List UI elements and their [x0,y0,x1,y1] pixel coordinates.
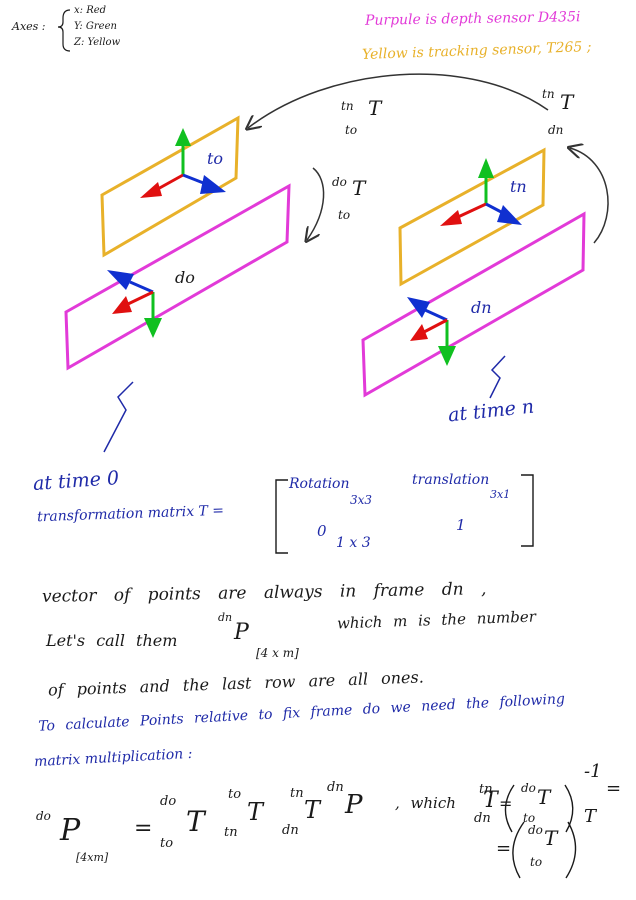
matrix-one: 1 [456,516,466,534]
eq-p-sup: dn [327,780,344,795]
depth-sensor-plane-d0 [64,183,291,371]
tracking-sensor-plane-t0 [100,115,240,258]
matrix-zero-dim: 1 x 3 [336,535,371,551]
top-transform-T: T [368,96,382,120]
tr-left-paren [512,821,525,879]
matrix-rotation-dim: 3x3 [350,493,373,507]
axes-legend-x: x: Red [74,5,107,16]
eq-inv-T: T [537,785,551,809]
top-transform-sup: tn [341,99,354,113]
inv-right-paren [564,784,574,833]
tr-right-paren [565,821,577,879]
eq-tr-sup: do [528,823,543,837]
eq-tr-sub: to [530,855,543,869]
purple-sensor-note: Purpule is depth sensor D435i [364,9,581,29]
note-line-2-p-sub: [4 x m] [256,646,299,660]
eq-t1-sup: do [160,794,177,809]
eq-equals: = [134,816,153,841]
frame-label-tn: tn [510,177,527,196]
arrow-d0-to-t0 [307,167,325,240]
axes-legend-title: Axes : [12,20,46,33]
frame-label-t0: to [207,149,224,168]
t0-axes [140,128,226,198]
eq-tr-T: T [544,826,558,850]
eq-inv-sub: to [523,811,536,825]
frame-label-dn: dn [471,298,492,317]
right-transform-sub: dn [548,123,564,137]
pointer-timen [489,355,506,399]
eq-inv-exp: -1 [584,761,602,782]
eq-tr-equals: = [496,838,512,859]
eq-t1-sub: to [160,836,174,851]
legend-brace [57,9,71,52]
eq-r-equals-2: = [606,778,622,799]
arrow-dn-to-tn [570,148,609,244]
depth-sensor-plane-dn [361,211,586,398]
left-transform-sup: do [332,175,347,189]
eq-r-sup: tn [479,782,493,797]
matrix-right-bracket [521,474,534,547]
matrix-translation: translation [412,472,490,488]
axes-legend-y: Y: Green [74,21,117,32]
dn-axes [407,297,456,366]
eq-t2-T: T [247,798,264,826]
inv-left-paren [504,784,515,833]
eq-r-T: T [483,788,498,813]
eq-t2-sub: tn [224,825,238,840]
tn-axes [440,158,522,226]
tracking-sensor-plane-tn [398,147,546,287]
matrix-rotation: Rotation [289,476,350,492]
eq-lhs-P: P [60,813,81,848]
eq-r-sub: dn [474,811,491,826]
note-line-2-p: P [234,620,249,645]
eq-lhs-sup: do [36,809,51,823]
eq-t1-T: T [186,805,205,838]
note-line-2-p-sup: dn [218,611,233,624]
matrix-translation-dim: 3x1 [490,488,511,501]
pointer-time0 [103,381,134,453]
left-transform-T: T [352,176,366,200]
left-transform-sub: to [338,208,351,222]
matrix-zero: 0 [317,522,327,540]
eq-t3-T: T [304,796,321,824]
eq-which: , which [395,794,456,812]
eq-t3-sub: dn [282,823,299,838]
note-line-2a: Let's call them [46,631,178,650]
eq-p-P: P [345,790,363,820]
eq-lhs-sub: [4xm] [76,851,109,864]
d0-axes [107,270,162,338]
eq-tr-exp: T [584,806,597,827]
eq-inv-sup: do [521,781,536,795]
eq-t2-sup: to [228,787,242,802]
eq-t3-sup: tn [290,786,304,801]
top-transform-sub: to [345,123,358,137]
right-transform-T: T [560,90,574,114]
arrow-tn-to-t0 [248,73,549,128]
matrix-left-bracket [275,479,288,554]
eq-r-equals: = [499,794,513,813]
axes-legend-z: Z: Yellow [74,37,121,48]
frame-label-d0: do [175,268,195,287]
right-transform-sup: tn [542,87,555,101]
